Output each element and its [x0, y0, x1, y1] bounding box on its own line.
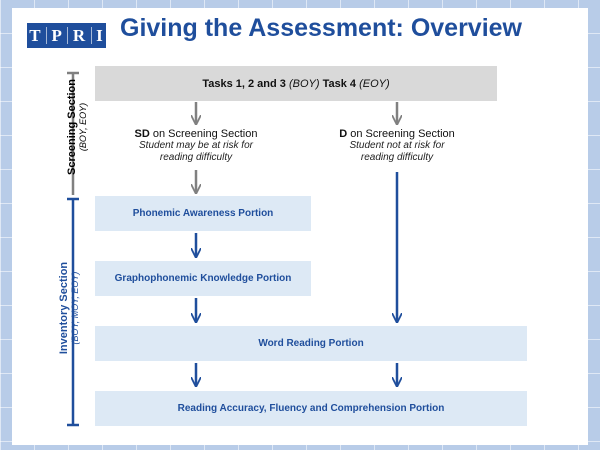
inventory-bracket	[67, 197, 79, 427]
tpri-logo: T P R I	[27, 23, 106, 48]
logo-divider	[67, 27, 69, 44]
branch-sd: SD on Screening Section Student may be a…	[116, 128, 276, 164]
logo-letter: P	[51, 25, 63, 45]
word-reading-box: Word Reading Portion	[95, 326, 527, 361]
reading-accuracy-label: Reading Accuracy, Fluency and Comprehens…	[177, 403, 445, 414]
logo-divider	[46, 27, 48, 44]
screening-label-note: (BOY, EOY)	[78, 102, 88, 152]
inventory-section-label: Inventory Section (BOY, MOY, EOY)	[58, 256, 80, 360]
inventory-label-text: Inventory Section	[58, 261, 70, 355]
inventory-label-note: (BOY, MOY, EOY)	[70, 271, 80, 345]
screening-bracket	[67, 71, 79, 195]
graphophonemic-box: Graphophonemic Knowledge Portion	[95, 261, 311, 296]
logo-letter: I	[96, 25, 104, 45]
screening-tasks-box: Tasks 1, 2 and 3 (BOY) Task 4 (EOY)	[95, 66, 497, 101]
logo-letter: T	[29, 25, 42, 45]
logo-divider	[90, 27, 92, 44]
branch-sd-heading: SD on Screening Section	[134, 128, 258, 140]
screening-section-label: Screening Section (BOY, EOY)	[66, 77, 88, 177]
logo-letter: R	[72, 25, 87, 45]
tasks-text: Tasks 1, 2 and 3 (BOY) Task 4 (EOY)	[202, 77, 390, 90]
screening-label-text: Screening Section	[66, 79, 78, 175]
branch-sd-line2: reading difficulty	[159, 152, 233, 163]
graphophonemic-label: Graphophonemic Knowledge Portion	[114, 273, 292, 284]
reading-accuracy-box: Reading Accuracy, Fluency and Comprehens…	[95, 391, 527, 426]
branch-d: D on Screening Section Student not at ri…	[317, 128, 477, 164]
word-reading-label: Word Reading Portion	[258, 338, 364, 349]
phonemic-awareness-label: Phonemic Awareness Portion	[132, 208, 274, 219]
branch-d-line1: Student not at risk for	[349, 140, 445, 151]
branch-sd-line1: Student may be at risk for	[139, 140, 253, 151]
slide-title: Giving the Assessment: Overview	[120, 14, 523, 42]
phonemic-awareness-box: Phonemic Awareness Portion	[95, 196, 311, 231]
branch-d-heading: D on Screening Section	[339, 128, 455, 140]
branch-d-line2: reading difficulty	[360, 152, 434, 163]
